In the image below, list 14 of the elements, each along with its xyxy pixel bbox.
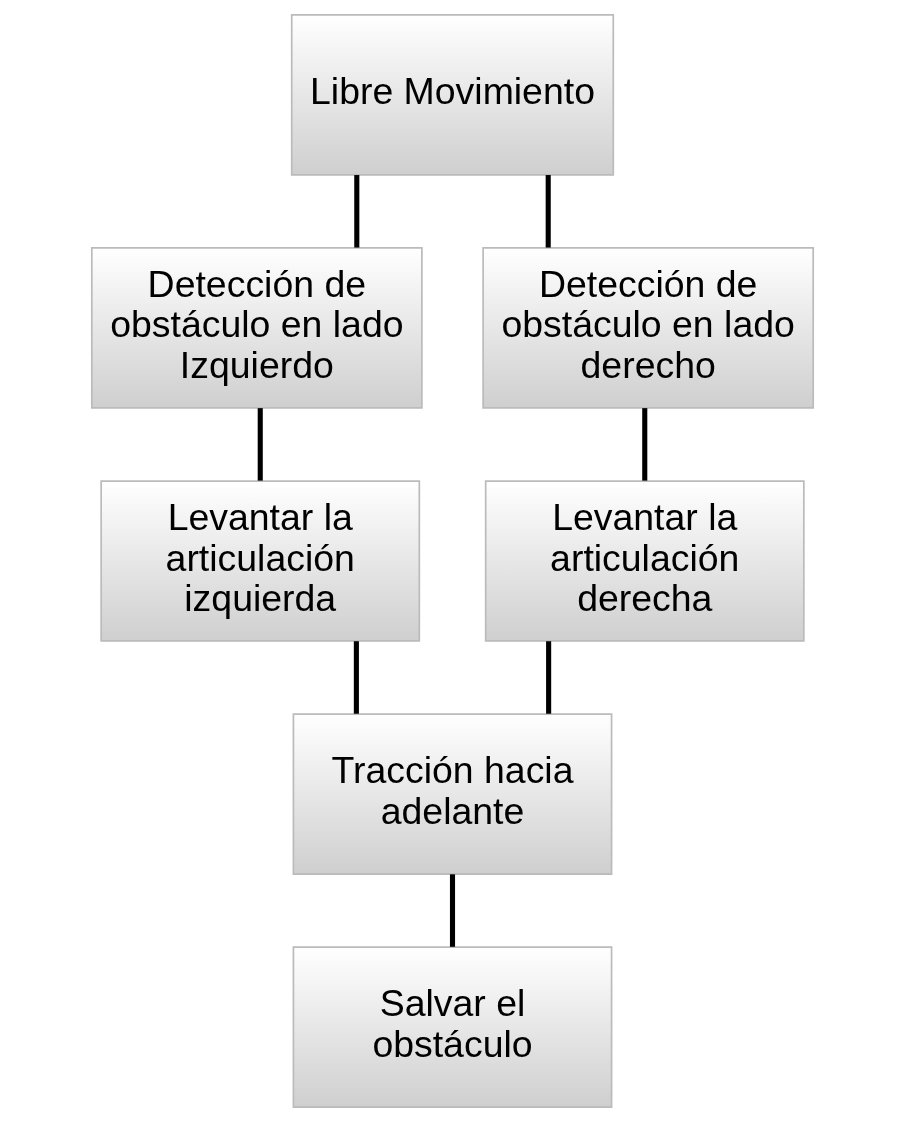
node-box: Libre Movimiento xyxy=(290,14,614,176)
connector xyxy=(353,641,359,714)
node-box: Tracción hacia adelante xyxy=(292,713,612,875)
connector xyxy=(257,408,263,481)
connector xyxy=(545,175,551,248)
node-box: Levantar la articulación izquierda xyxy=(99,480,420,642)
connector xyxy=(545,641,551,714)
node-box: Salvar el obstáculo xyxy=(292,946,612,1108)
node-box: Levantar la articulación derecha xyxy=(484,480,805,642)
connector xyxy=(353,175,359,248)
node-box: Detección de obstáculo en lado Izquierdo xyxy=(90,247,423,409)
connector xyxy=(449,874,455,947)
node-box: Detección de obstáculo en lado derecho xyxy=(481,247,814,409)
connector xyxy=(641,408,647,481)
